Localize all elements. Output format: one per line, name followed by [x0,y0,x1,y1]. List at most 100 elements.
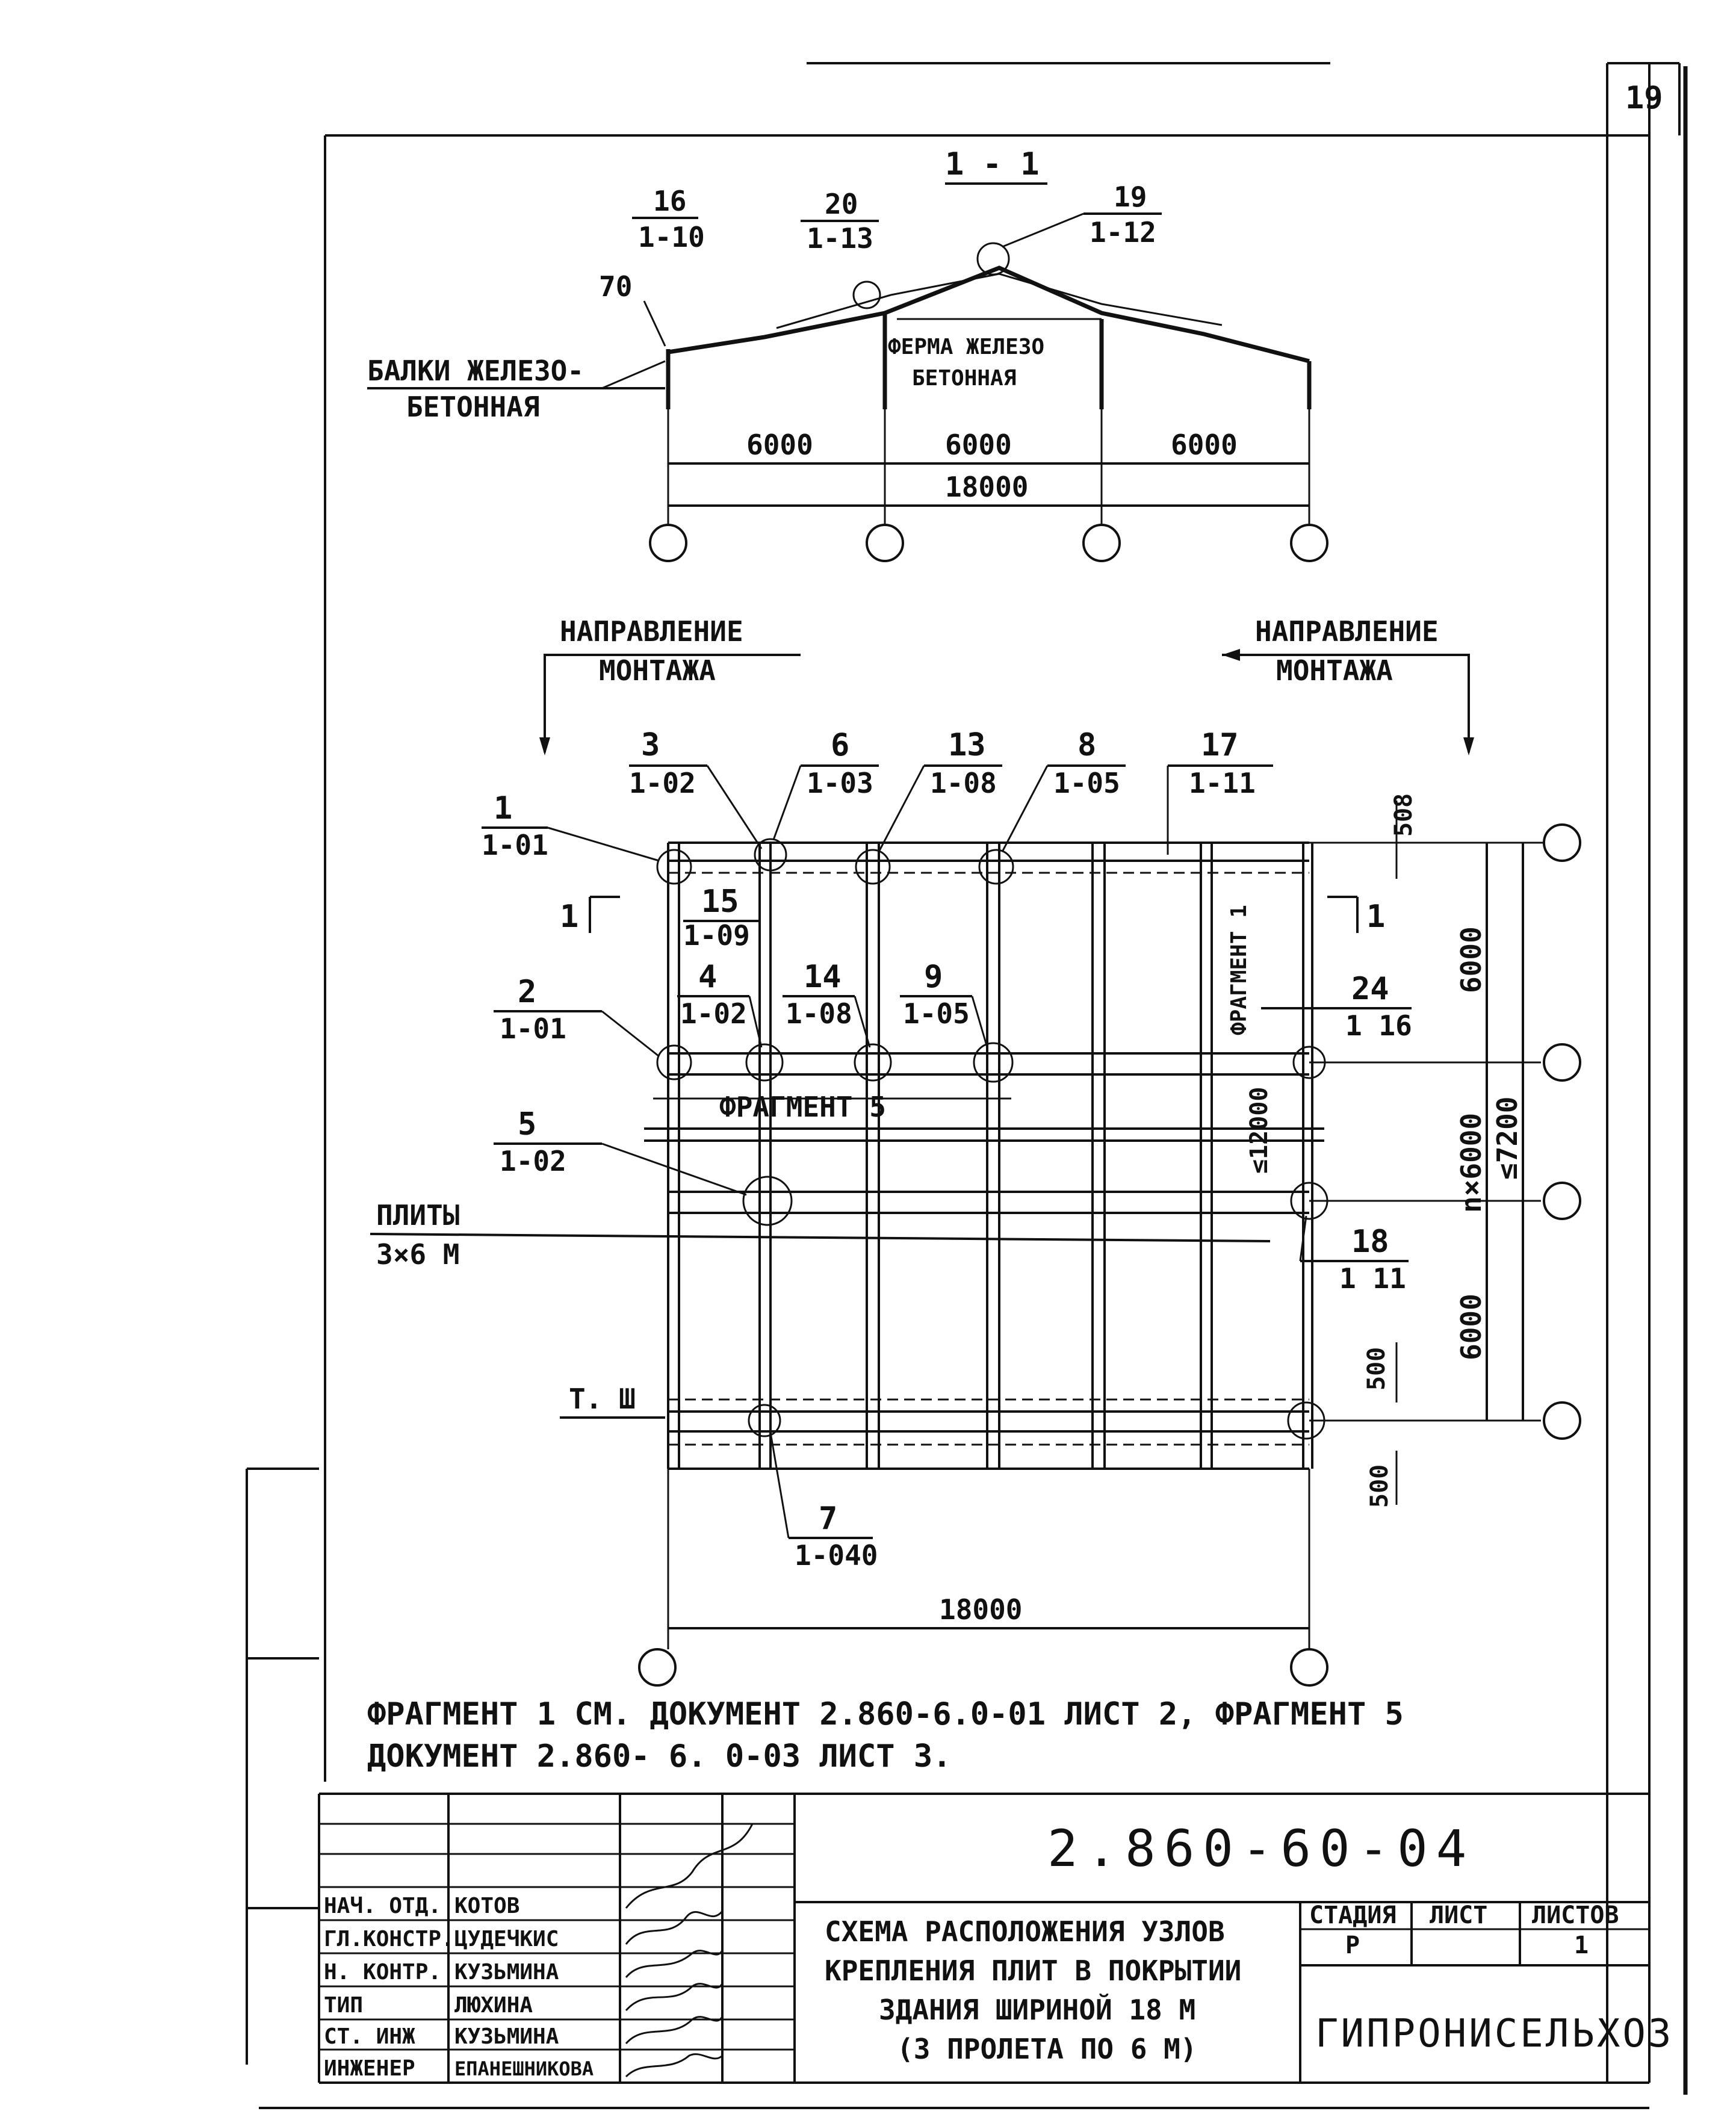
section-mark-right: 1 [1366,899,1385,935]
assembly-direction: НАПРАВЛЕНИЕ МОНТАЖА НАПРАВЛЕНИЕ МОНТАЖА [539,615,1474,755]
plan-callout-7-bottom: 1-040 [795,1539,878,1572]
staff-role-4: СТ. ИНЖ [324,2024,415,2049]
dim-7200: ≤7200 [1491,1097,1524,1180]
plan-callout-1-top: 1 [494,790,512,826]
beam-label-2: БЕТОННАЯ [406,391,540,423]
plan-callout-18-top: 18 [1351,1224,1389,1260]
plan-callout-14-top: 14 [804,959,842,995]
staff-role-2: Н. КОНТР. [324,1960,441,1985]
dim-500-bottom: 500 [1366,1464,1393,1508]
truss-label-1: ФЕРМА ЖЕЛЕЗО [888,335,1044,359]
span-dim-total: 18000 [945,471,1028,503]
direction-left-2: МОНТАЖА [599,654,716,687]
title-line-4: (3 ПРОЛЕТА ПО 6 М) [897,2033,1197,2065]
sheet-number: 19 [1625,80,1663,116]
dim-n6000: n×6000 [1455,1113,1487,1213]
sheets-header: ЛИСТОВ [1532,1901,1619,1929]
dim-508: 508 [1390,793,1418,837]
tsh-label: Т. Ш [569,1383,636,1415]
span-dim-2: 6000 [945,429,1012,461]
note-line-1: ФРАГМЕНТ 1 СМ. ДОКУМЕНТ 2.860-6.0-01 ЛИС… [367,1696,1404,1732]
plan-callout-5-bottom: 1-02 [500,1145,566,1177]
staff-name-1: ЦУДЕЧКИС [454,1927,559,1951]
dim-6000-top: 6000 [1455,926,1487,993]
span-dim-3: 6000 [1171,429,1238,461]
fragment-5-label: ФРАГМЕНТ 5 [719,1091,886,1123]
plan-callout-17-top: 17 [1201,727,1239,763]
note-line-2: ДОКУМЕНТ 2.860- 6. 0-03 ЛИСТ 3. [367,1738,952,1774]
section-callout-20-bottom: 1-13 [807,222,873,255]
section-callout-19-bottom: 1-12 [1090,216,1156,249]
title-block: 2.860-60-04 СХЕМА РАСПОЛОЖЕНИЯ УЗЛОВ КРЕ… [318,1793,1673,2084]
plan-callout-2-bottom: 1-01 [500,1012,566,1045]
title-line-2: КРЕПЛЕНИЯ ПЛИТ В ПОКРЫТИИ [825,1954,1241,1987]
plan-callout-8-top: 8 [1077,727,1096,763]
slabs-label-1: ПЛИТЫ [376,1199,459,1232]
sheet-frame [246,62,1688,2109]
plan-callout-6-top: 6 [831,727,849,763]
section-callout-16-bottom: 1-10 [638,221,705,253]
plan-callout-15-bottom: 1-09 [683,919,750,952]
axis-bubble [866,524,904,562]
dim-12000: ≤12000 [1245,1087,1273,1174]
plan-callout-13-top: 13 [948,727,986,763]
stage-header: СТАДИЯ [1309,1901,1397,1929]
direction-right-2: МОНТАЖА [1276,654,1393,687]
dim-6000-bottom: 6000 [1455,1294,1487,1360]
plan-width-dim: 18000 [939,1593,1022,1626]
sheet-header: ЛИСТ [1430,1901,1487,1929]
section-callout-20-top: 20 [825,188,858,220]
plan-callout-14-bottom: 1-08 [786,997,852,1030]
plan-callout-4-bottom: 1-02 [680,997,747,1030]
span-dim-1: 6000 [746,429,813,461]
title-line-3: ЗДАНИЯ ШИРИНОЙ 18 М [879,1994,1195,2026]
plan-callout-6-bottom: 1-03 [807,767,873,799]
organization: ГИПРОНИСЕЛЬХОЗ [1315,2012,1673,2056]
plan-callout-8-bottom: 1-05 [1053,767,1120,799]
plan: 508 6000 n×6000 ≤7200 6000 500 500 ≤1200… [370,727,1581,1687]
section-1-1: 1 - 1 ФЕРМА ЖЕЛЕЗО БЕТОННАЯ 16 1-10 20 1… [367,146,1328,562]
axis-bubble [1290,524,1328,562]
plan-callout-7-top: 7 [819,1501,837,1537]
staff-name-4: КУЗЬМИНА [454,2024,559,2049]
plan-callout-3-bottom: 1-02 [629,767,696,799]
slabs-label-2: 3×6 М [376,1238,459,1271]
plan-callout-15-top: 15 [701,884,739,920]
plan-callout-18-bottom: 1 11 [1339,1262,1406,1295]
staff-name-0: КОТОВ [454,1894,519,1918]
fragment-1-label: ФРАГМЕНТ 1 [1227,905,1251,1035]
axis-bubble [638,1648,677,1687]
section-mark-left: 1 [560,899,578,935]
staff-role-0: НАЧ. ОТД. [324,1894,441,1918]
plan-callout-24-top: 24 [1351,971,1389,1007]
axis-bubble [1543,1043,1581,1082]
section-callout-19-top: 19 [1114,181,1147,213]
plan-callout-2-top: 2 [518,974,536,1010]
plan-callout-9-top: 9 [924,959,943,995]
staff-role-3: ТИП [324,1993,363,2018]
plan-callout-24-bottom: 1 16 [1345,1009,1412,1042]
plan-callout-4-top: 4 [698,959,717,995]
plan-callout-1-bottom: 1-01 [482,829,548,861]
axis-bubble [1290,1648,1328,1687]
signatures [625,1823,754,2078]
axis-bubble [1543,1182,1581,1220]
staff-name-3: ЛЮХИНА [454,1993,533,2018]
stage-value: Р [1345,1932,1360,1959]
document-number: 2.860-60-04 [1047,1819,1475,1878]
section-callout-16-top: 16 [653,185,686,217]
axis-bubble [649,524,687,562]
title-line-1: СХЕМА РАСПОЛОЖЕНИЯ УЗЛОВ [825,1915,1225,1948]
axis-bubble [1543,823,1581,862]
plan-callout-13-bottom: 1-08 [930,767,997,799]
plan-callout-5-top: 5 [518,1106,536,1142]
direction-right-1: НАПРАВЛЕНИЕ [1255,615,1439,648]
staff-role-1: ГЛ.КОНСТР. [324,1927,454,1951]
truss-label-2: БЕТОННАЯ [912,366,1016,391]
staff-name-5: ЕПАНЕШНИКОВА [454,2057,594,2080]
section-callout-70: 70 [599,270,632,303]
axis-bubble [1082,524,1121,562]
plan-callout-17-bottom: 1-11 [1189,767,1256,799]
section-title: 1 - 1 [945,146,1040,182]
